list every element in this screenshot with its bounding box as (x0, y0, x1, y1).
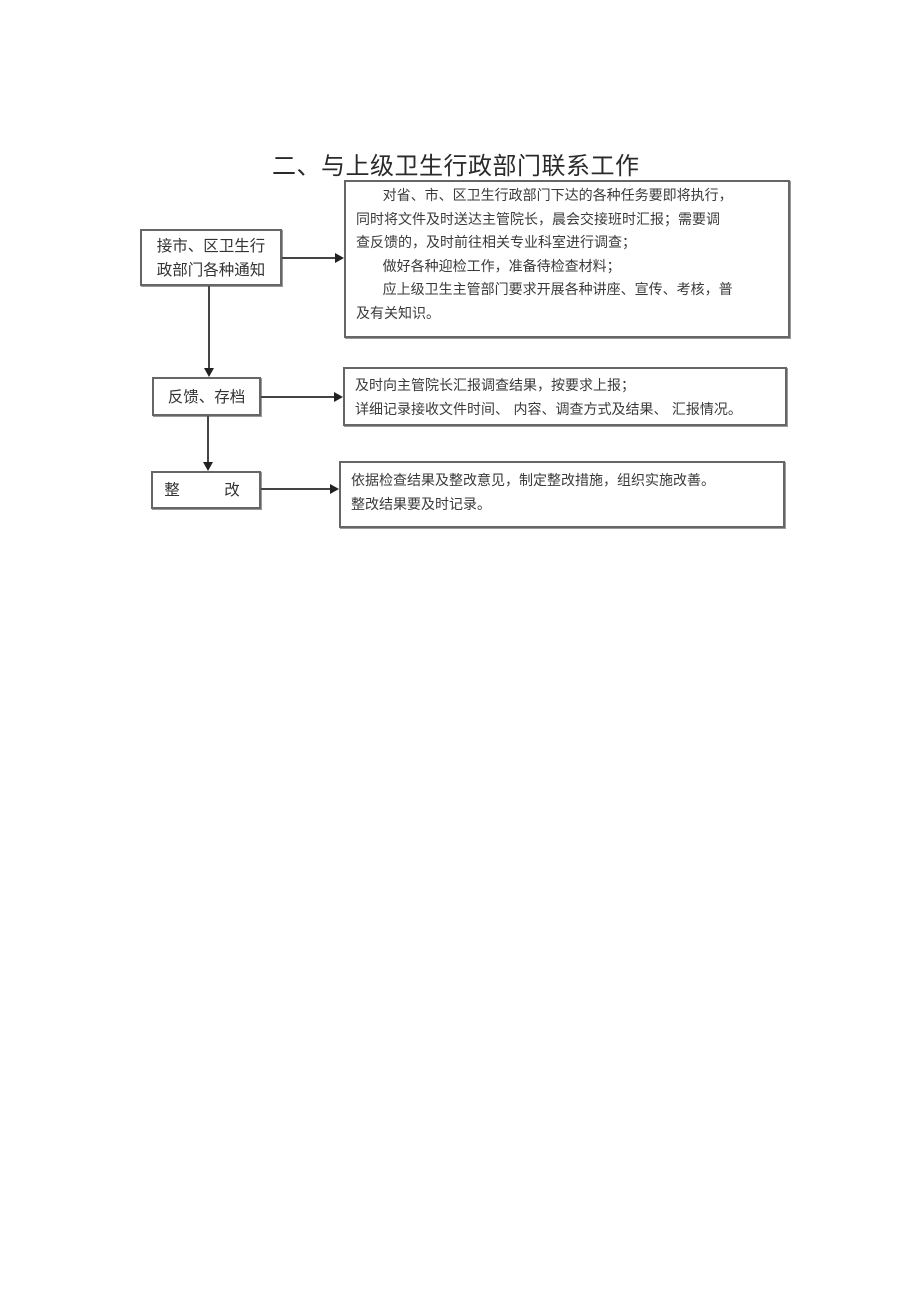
connector-line (208, 286, 210, 369)
arrow-down-icon (204, 368, 214, 377)
step-label: 整 改 (164, 481, 248, 499)
detail-line: 详细记录接收文件时间、 内容、调查方式及结果、 汇报情况。 (355, 401, 742, 418)
flow-detail-rectification: 依据检查结果及整改意见，制定整改措施，组织实施改善。 整改结果要及时记录。 (339, 461, 785, 528)
connector-line (207, 416, 209, 463)
flow-step-feedback-archive: 反馈、存档 (152, 377, 261, 416)
step-label-line: 政部门各种通知 (156, 260, 266, 279)
connector-line (261, 488, 331, 490)
arrow-right-icon (334, 392, 343, 402)
step-label-line: 接市、区卫生行 (156, 236, 266, 255)
detail-line: 做好各种迎检工作，准备待检查材料； (382, 258, 621, 275)
flow-detail-feedback-archive: 及时向主管院长汇报调查结果，按要求上报； 详细记录接收文件时间、 内容、调查方式… (343, 367, 787, 426)
detail-line: 对省、市、区卫生行政部门下达的各种任务要即将执行， (382, 188, 733, 204)
detail-line: 及时向主管院长汇报调查结果，按要求上报； (355, 378, 635, 394)
connector-line (261, 396, 335, 398)
detail-line: 依据检查结果及整改意见，制定整改措施，组织实施改善。 (351, 473, 715, 489)
arrow-right-icon (330, 484, 339, 494)
detail-line: 整改结果要及时记录。 (351, 496, 491, 513)
detail-line: 查反馈的，及时前往相关专业科室进行调查； (356, 235, 636, 251)
connector-line (282, 257, 336, 259)
flow-step-rectification: 整 改 (151, 471, 261, 509)
arrow-right-icon (335, 253, 344, 263)
detail-line: 及有关知识。 (356, 305, 440, 322)
detail-line: 同时将文件及时送达主管院长，晨会交接班时汇报；需要调 (356, 211, 720, 228)
flow-detail-receive-notice: 对省、市、区卫生行政部门下达的各种任务要即将执行， 同时将文件及时送达主管院长，… (344, 180, 790, 338)
step-label: 反馈、存档 (167, 387, 246, 406)
detail-line: 应上级卫生主管部门要求开展各种讲座、宣传、考核，普 (382, 282, 733, 298)
flow-step-receive-notice: 接市、区卫生行 政部门各种通知 (140, 229, 282, 286)
section-title: 二、与上级卫生行政部门联系工作 (272, 152, 640, 180)
arrow-down-icon (203, 462, 213, 471)
